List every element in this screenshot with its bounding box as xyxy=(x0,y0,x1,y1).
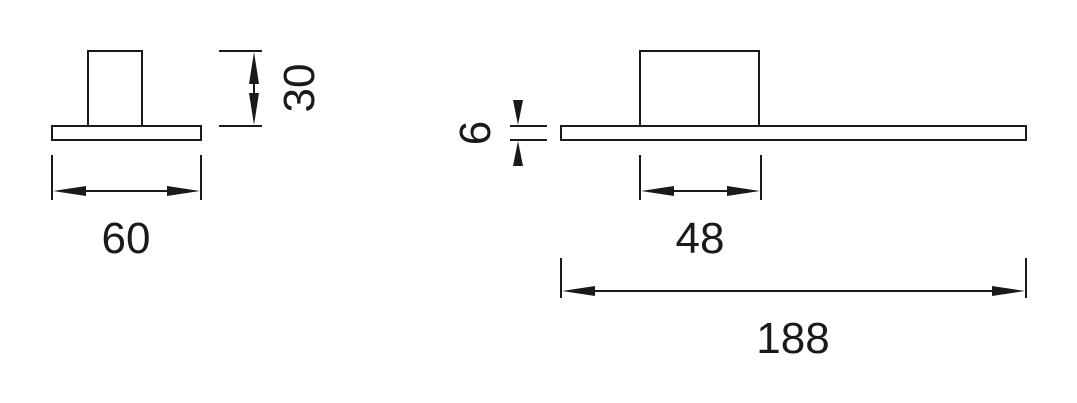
front-view-base-plate xyxy=(560,125,1027,141)
front-view-block xyxy=(639,50,760,127)
thickness-arrow-top xyxy=(513,100,523,125)
thickness-arrow-bottom xyxy=(513,141,523,166)
total-arrow-right xyxy=(992,286,1025,296)
dimension-side-height: 30 xyxy=(219,50,324,127)
side-height-label: 30 xyxy=(275,64,324,113)
total-length-label: 188 xyxy=(756,314,829,363)
side-view-block xyxy=(87,50,143,127)
dimension-thickness: 6 xyxy=(451,100,547,166)
block-width-label: 48 xyxy=(676,214,725,263)
side-view xyxy=(51,50,202,141)
dimension-total-length: 188 xyxy=(560,258,1027,363)
width-arrow-left xyxy=(53,186,86,196)
width-arrow-right xyxy=(167,186,200,196)
block-arrow-right xyxy=(727,186,760,196)
height-arrow-top xyxy=(249,52,259,84)
total-arrow-left xyxy=(562,286,595,296)
height-arrow-bottom xyxy=(249,93,259,125)
thickness-label: 6 xyxy=(451,121,500,145)
side-view-base-plate xyxy=(51,125,202,141)
block-arrow-left xyxy=(641,186,674,196)
side-width-label: 60 xyxy=(102,214,151,263)
front-view xyxy=(560,50,1027,141)
dimension-block-width: 48 xyxy=(639,155,762,263)
dimension-side-width: 60 xyxy=(51,155,202,263)
